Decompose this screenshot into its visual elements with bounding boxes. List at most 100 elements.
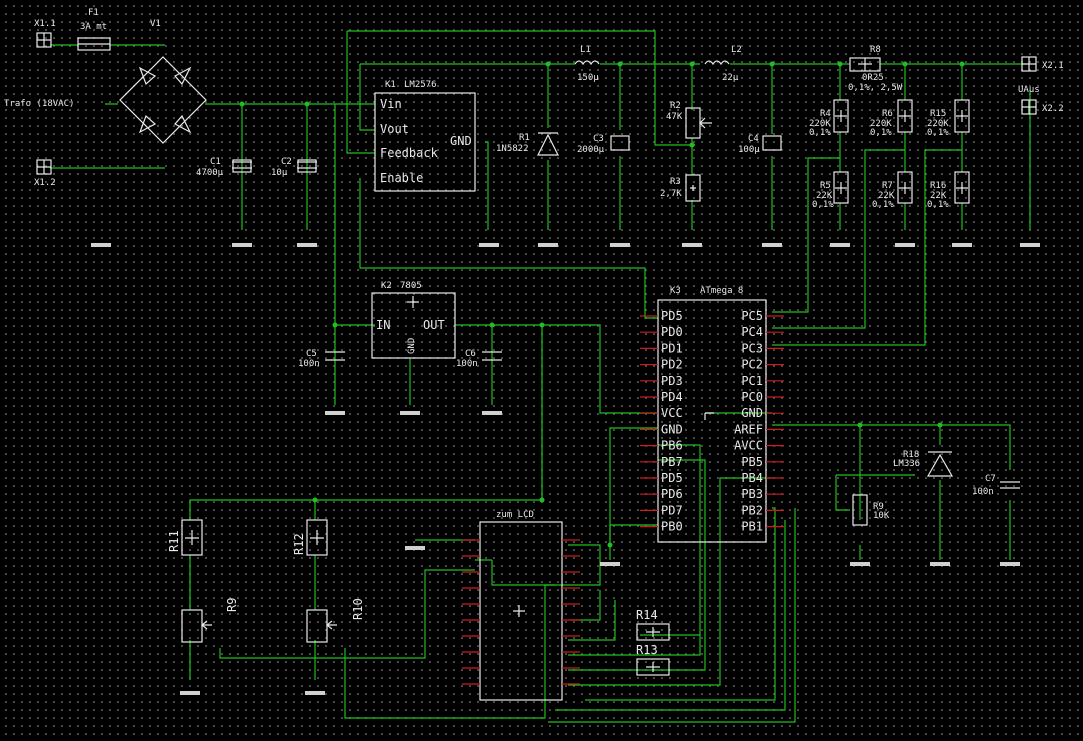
connector-x22-label: X2.2 <box>1042 104 1064 114</box>
l1-value: 150µ <box>577 73 599 83</box>
atmega-left-pin-5: PD4 <box>661 390 683 404</box>
r13-name: R13 <box>636 643 658 657</box>
atmega-right-pin-7: AREF <box>734 422 763 436</box>
c4-value: 100µ <box>738 145 760 155</box>
trafo-label: Trafo (18VAC) <box>4 99 74 109</box>
r2-value: 47K <box>666 112 683 122</box>
r15-tol: 0,1% <box>927 128 949 138</box>
k1-pin-gnd: GND <box>450 134 472 148</box>
k1-pin-vin: Vin <box>380 97 402 111</box>
connector-x11-label: X1.1 <box>34 19 56 29</box>
r8-name: R8 <box>870 45 881 55</box>
fuse-name: F1 <box>88 8 99 18</box>
r2-name: R2 <box>670 101 681 111</box>
r7-value: 22K <box>878 191 895 201</box>
r7-name: R7 <box>882 181 893 191</box>
bridge-name: V1 <box>150 19 161 29</box>
r10-name: R10 <box>351 598 365 620</box>
labels: X1.1 X1.2 X2.1 X2.2 UAus F1 3A mt V1 Tra… <box>4 8 1064 657</box>
r3-name: R3 <box>670 177 681 187</box>
lcd-name: zum LCD <box>496 510 534 520</box>
r16-tol: 0,1% <box>927 200 949 210</box>
k1-pin-enable: Enable <box>380 171 423 185</box>
k2-pin-in: IN <box>376 318 390 332</box>
atmega-right-pin-8: AVCC <box>734 439 763 453</box>
r5-name: R5 <box>820 181 831 191</box>
k2-name: K2 <box>381 281 392 291</box>
connector-x21-label: X2.1 <box>1042 61 1064 71</box>
lcd-pin-stubs <box>462 539 580 685</box>
atmega-left-pin-0: PD5 <box>661 309 683 323</box>
r9-value: 10K <box>873 511 890 521</box>
atmega-right-pin-2: PC3 <box>741 341 763 355</box>
k1-part: LM2576 <box>404 80 437 90</box>
c4-name: C4 <box>748 134 759 144</box>
r5-tol: 0,1% <box>812 200 834 210</box>
atmega-left-pin-10: PD5 <box>661 471 683 485</box>
r15-value: 220K <box>927 119 949 129</box>
atmega-right-pin-10: PB4 <box>741 471 763 485</box>
l2-value: 22µ <box>722 73 739 83</box>
c5-value: 100n <box>298 359 320 369</box>
r8-value: 0R25 <box>862 73 884 83</box>
k3-part: ATmega 8 <box>700 286 743 296</box>
r6-value: 220K <box>870 119 892 129</box>
diode-value: 1N5822 <box>496 144 529 154</box>
fuse-value: 3A mt <box>80 22 107 32</box>
r9b-name: R9 <box>225 598 239 612</box>
r18-value: LM336 <box>893 459 920 469</box>
atmega-right-pin-5: PC0 <box>741 390 763 404</box>
r14-name: R14 <box>636 608 658 622</box>
ground-symbols <box>91 243 1040 695</box>
atmega-left-pin-12: PD7 <box>661 503 683 517</box>
c7-value: 100n <box>972 487 994 497</box>
l1-name: L1 <box>580 45 591 55</box>
r11-name: R11 <box>167 530 181 552</box>
atmega-right-pin-0: PC5 <box>741 309 763 323</box>
r8-tol: 0,1%, 2,5W <box>848 83 903 93</box>
r9-name: R9 <box>873 502 884 512</box>
k2-pin-out: OUT <box>423 318 445 332</box>
c1-name: C1 <box>210 157 221 167</box>
atmega-left-pin-13: PB0 <box>661 520 683 534</box>
atmega-left-pin-11: PD6 <box>661 487 683 501</box>
r6-name: R6 <box>882 109 893 119</box>
diode-name: R1 <box>519 133 530 143</box>
k2-part: 7805 <box>400 281 422 291</box>
c2-value: 10µ <box>271 168 288 178</box>
atmega-left-pin-8: PB6 <box>661 439 683 453</box>
atmega-left-pin-2: PD1 <box>661 341 683 355</box>
r16-value: 22K <box>930 191 947 201</box>
component-bodies <box>36 32 1037 701</box>
c5-name: C5 <box>306 349 317 359</box>
r12-name: R12 <box>292 533 306 555</box>
c6-name: C6 <box>465 349 476 359</box>
atmega-left-pin-9: PB7 <box>661 455 683 469</box>
atmega-left-pin-3: PD2 <box>661 358 683 372</box>
c3-name: C3 <box>593 134 604 144</box>
k1-pin-feedback: Feedback <box>380 146 439 160</box>
atmega-right-pin-4: PC1 <box>741 374 763 388</box>
atmega-left-pin-6: VCC <box>661 406 683 420</box>
r3-value: 2,7K <box>660 189 682 199</box>
k1-pin-vout: Vout <box>380 122 409 136</box>
atmega-pin-labels: PD5PD0PD1PD2PD3PD4VCCGNDPB6PB7PD5PD6PD7P… <box>661 309 763 534</box>
atmega-right-pin-6: GND <box>741 406 763 420</box>
connector-x12-label: X1.2 <box>34 178 56 188</box>
junctions <box>239 61 965 548</box>
r7-tol: 0,1% <box>872 200 894 210</box>
atmega-right-pin-3: PC2 <box>741 358 763 372</box>
r15-name: R15 <box>930 109 946 119</box>
r18-name: R18 <box>903 450 919 460</box>
atmega-right-pin-1: PC4 <box>741 325 763 339</box>
r4-tol: 0,1% <box>809 128 831 138</box>
c2-name: C2 <box>281 157 292 167</box>
r6-tol: 0,1% <box>870 128 892 138</box>
c1-value: 4700µ <box>196 168 224 178</box>
k2-pin-gnd: GND <box>407 338 417 354</box>
wires <box>50 30 1031 723</box>
atmega-right-pin-13: PB1 <box>741 520 763 534</box>
r4-value: 220K <box>809 119 831 129</box>
atmega-right-pin-12: PB2 <box>741 503 763 517</box>
